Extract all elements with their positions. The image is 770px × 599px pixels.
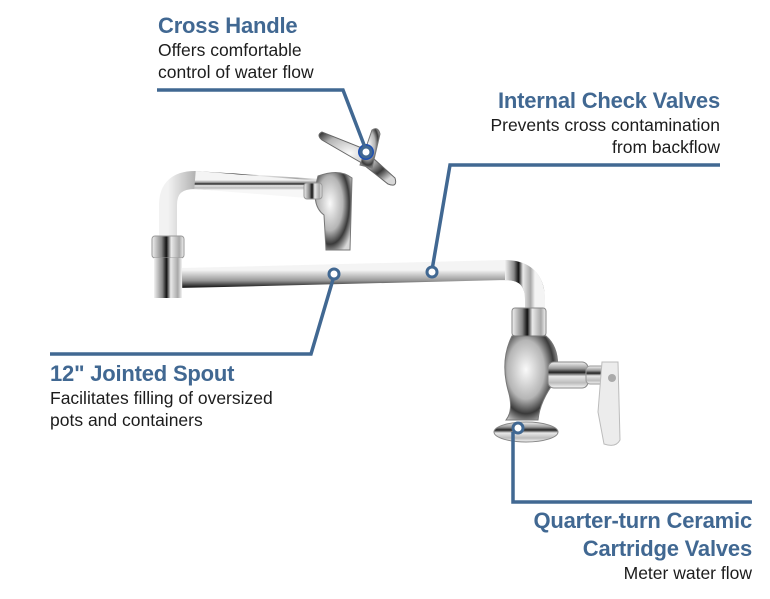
callout-description-line: Prevents cross contamination <box>490 115 720 135</box>
leader-cross-handle <box>157 88 368 151</box>
callout-description-line: Facilitates filling of oversized <box>50 388 273 408</box>
leader-check-valves <box>430 163 720 271</box>
leader-jointed-spout <box>50 275 336 356</box>
callout-description-line: pots and containers <box>50 410 203 430</box>
jointed-spout-part <box>181 259 545 312</box>
lever-handle-part <box>597 361 621 446</box>
callout-cross-handle: Cross Handle Offers comfortable control … <box>158 13 314 83</box>
callout-internal-check-valves: Internal Check Valves Prevents cross con… <box>490 88 720 158</box>
dot-cartridge-valves <box>511 421 525 435</box>
callout-description-line: Offers comfortable <box>158 40 302 60</box>
callout-title: Cross Handle <box>158 13 298 38</box>
dot-check-valves <box>425 265 439 279</box>
callout-ceramic-cartridge-valves: Quarter-turn Ceramic Cartridge Valves Me… <box>533 508 752 584</box>
upper-spout-arm <box>151 170 329 298</box>
callout-description-line: control of water flow <box>158 62 314 82</box>
callout-description-line: from backflow <box>612 137 720 157</box>
upper-valve-body <box>303 172 353 251</box>
callout-title: 12" Jointed Spout <box>50 361 235 386</box>
callout-jointed-spout: 12" Jointed Spout Facilitates filling of… <box>50 361 273 431</box>
dot-cross-handle <box>359 145 373 159</box>
lower-valve-body <box>493 307 615 443</box>
dot-jointed-spout <box>327 267 341 281</box>
callout-title: Cartridge Valves <box>582 536 752 561</box>
leader-cartridge-valves <box>511 432 752 504</box>
leader-lines <box>50 88 752 504</box>
anchor-dots <box>327 145 525 435</box>
callout-description-line: Meter water flow <box>623 563 752 583</box>
callout-title: Internal Check Valves <box>497 88 720 113</box>
callout-title: Quarter-turn Ceramic <box>533 508 752 533</box>
